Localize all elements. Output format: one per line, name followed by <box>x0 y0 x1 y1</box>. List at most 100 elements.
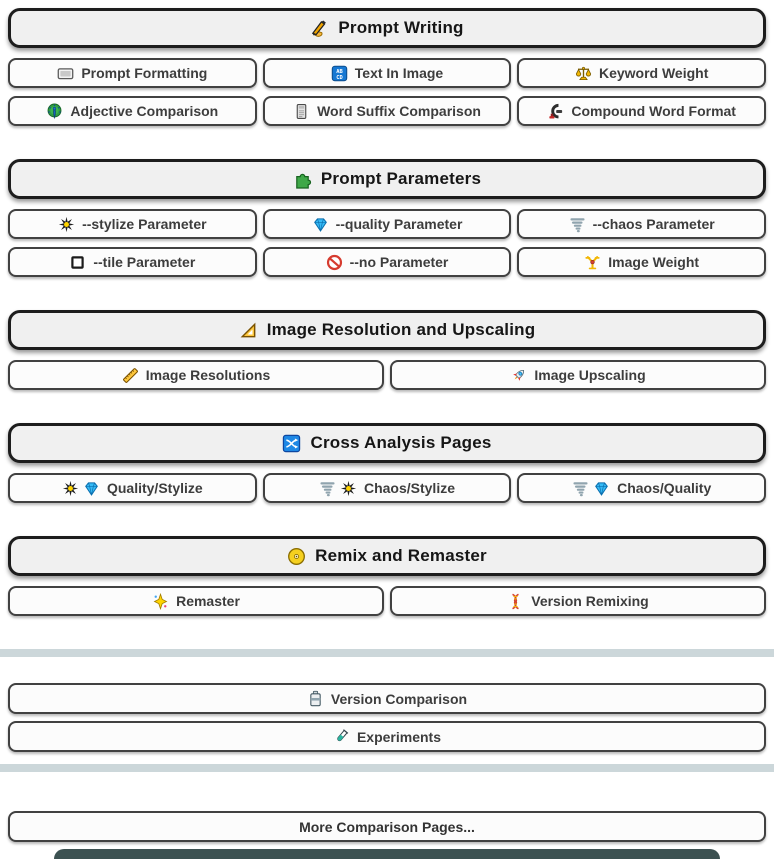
button-keyword-weight[interactable]: Keyword Weight <box>517 58 766 88</box>
button-label: Chaos/Quality <box>617 480 712 496</box>
section-header-image-resolution-and-upscaling[interactable]: Image Resolution and Upscaling <box>8 310 766 350</box>
button-image-weight[interactable]: Image Weight <box>517 247 766 277</box>
button-grid: Quality/Stylize Chaos/Stylize Chaos/Qualit… <box>8 473 766 503</box>
button-label: --stylize Parameter <box>82 216 207 232</box>
button-label: Version Remixing <box>531 593 649 609</box>
button-image-resolutions[interactable]: Image Resolutions <box>8 360 384 390</box>
starburst-icon <box>340 480 357 497</box>
button-label: --quality Parameter <box>335 216 463 232</box>
button-no-parameter[interactable]: --no Parameter <box>262 247 512 277</box>
monitor-icon <box>57 65 74 82</box>
button-label: Chaos/Stylize <box>363 480 455 496</box>
section-title: Prompt Parameters <box>320 169 482 188</box>
tornado-icon <box>572 480 589 497</box>
section-header-remix-and-remaster[interactable]: Remix and Remaster <box>8 536 766 576</box>
button-grid: Remaster Version Remixing <box>8 586 766 616</box>
balance-y-icon <box>584 254 601 271</box>
gem-icon <box>593 480 610 497</box>
button-label: Remaster <box>176 593 240 609</box>
button-label: --no Parameter <box>349 254 449 270</box>
button-label: Image Weight <box>608 254 700 270</box>
button-chaos-stylize[interactable]: Chaos/Stylize <box>262 473 512 503</box>
button-experiments[interactable]: Experiments <box>8 721 766 752</box>
dna-icon <box>507 593 524 610</box>
archive-icon <box>307 690 324 707</box>
sparkle-icon <box>152 592 169 610</box>
button-quality-parameter[interactable]: --quality Parameter <box>262 209 512 239</box>
button-chaos-quality[interactable]: Chaos/Quality <box>517 473 766 503</box>
notepad-icon <box>293 103 310 120</box>
starburst-icon <box>62 480 79 497</box>
button-label: Compound Word Format <box>571 103 736 119</box>
section-title: Remix and Remaster <box>315 546 487 565</box>
button-remaster[interactable]: Remaster <box>8 586 384 616</box>
button-prompt-formatting[interactable]: Prompt Formatting <box>8 58 257 88</box>
section-header-prompt-parameters[interactable]: Prompt Parameters <box>8 159 766 199</box>
separator-bar <box>0 649 774 657</box>
tornado-icon <box>569 216 586 233</box>
button-label: More Comparison Pages... <box>299 818 475 835</box>
button-tile-parameter[interactable]: --tile Parameter <box>8 247 257 277</box>
test-tube-icon <box>333 728 350 745</box>
button-chaos-parameter[interactable]: --chaos Parameter <box>517 209 766 239</box>
button-word-suffix-comparison[interactable]: Word Suffix Comparison <box>262 96 512 126</box>
section-header-prompt-writing[interactable]: Prompt Writing <box>8 8 766 48</box>
starburst-icon <box>58 216 75 233</box>
svg-text:AB: AB <box>336 68 343 74</box>
button-version-remixing[interactable]: Version Remixing <box>390 586 766 616</box>
ruler-icon <box>122 367 139 384</box>
scales-icon <box>575 65 592 82</box>
button-label: Keyword Weight <box>598 65 709 81</box>
triangle-ruler-icon <box>239 321 258 340</box>
section-title: Image Resolution and Upscaling <box>266 320 536 339</box>
button-label: --tile Parameter <box>93 254 196 270</box>
section-prompt-parameters: Prompt Parameters --stylize Parameter --qu… <box>0 159 774 277</box>
button-label: Prompt Formatting <box>81 65 208 81</box>
separator-bar <box>0 764 774 772</box>
button-label: Image Resolutions <box>145 367 271 383</box>
button-version-comparison[interactable]: Version Comparison <box>8 683 766 714</box>
button-label: Quality/Stylize <box>106 480 203 496</box>
gold-disc-icon <box>287 547 306 566</box>
button-label: Version Comparison <box>330 690 468 707</box>
writing-hand-icon <box>310 19 329 38</box>
prohibited-icon <box>326 254 343 271</box>
button-label: Text In Image <box>354 65 444 81</box>
button-label: Word Suffix Comparison <box>317 103 481 119</box>
tornado-icon <box>319 480 336 497</box>
button-adjective-comparison[interactable]: Adjective Comparison <box>8 96 257 126</box>
section-title: Cross Analysis Pages <box>310 433 492 452</box>
gem-icon <box>83 480 100 497</box>
button-image-upscaling[interactable]: Image Upscaling <box>390 360 766 390</box>
rocket-icon <box>510 367 527 384</box>
svg-text:CD: CD <box>336 74 343 80</box>
tile-square-icon <box>69 254 86 271</box>
button-stylize-parameter[interactable]: --stylize Parameter <box>8 209 257 239</box>
button-label: Adjective Comparison <box>70 103 219 119</box>
button-label: Experiments <box>356 728 442 745</box>
clamp-icon <box>547 103 564 120</box>
button-quality-stylize[interactable]: Quality/Stylize <box>8 473 257 503</box>
shuffle-icon <box>282 434 301 453</box>
button-label: Image Upscaling <box>534 367 646 383</box>
button-grid: Image Resolutions Image Upscaling <box>8 360 766 390</box>
more-comparison-pages-button[interactable]: More Comparison Pages... <box>8 811 766 842</box>
button-grid: --stylize Parameter --quality Parameter --… <box>8 209 766 277</box>
partial-next-section-header[interactable] <box>54 849 720 859</box>
section-title: Prompt Writing <box>338 18 464 37</box>
gem-icon <box>312 216 329 233</box>
section-header-cross-analysis-pages[interactable]: Cross Analysis Pages <box>8 423 766 463</box>
peacock-icon <box>46 103 63 120</box>
puzzle-icon <box>293 170 312 189</box>
button-compound-word-format[interactable]: Compound Word Format <box>517 96 766 126</box>
